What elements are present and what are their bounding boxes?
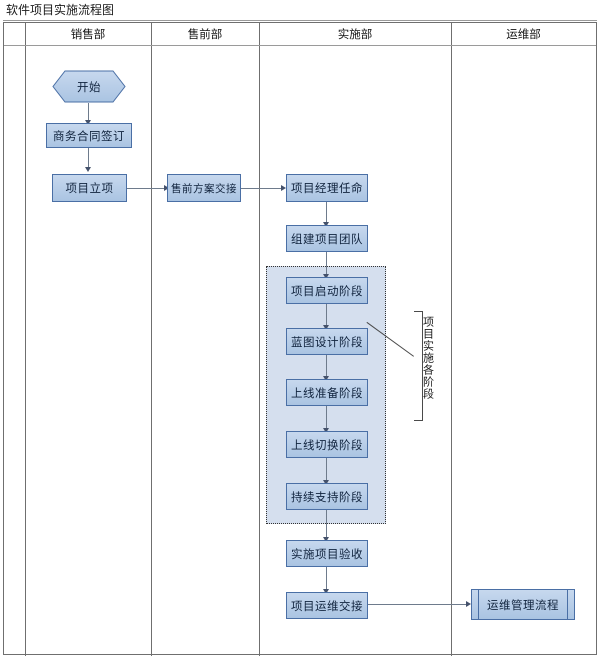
lane-header-sales: 销售部 [70,27,106,41]
arrowhead-setup [84,167,91,172]
connector-handover-to-ops [366,604,469,605]
annotation-phase-group-label: 项目实施各阶段 [421,316,435,400]
node-ops-handover-label: 项目运维交接 [291,598,363,613]
lane-divider-3 [451,23,452,656]
node-phase-kickoff[interactable]: 项目启动阶段 [286,277,368,304]
node-acceptance[interactable]: 实施项目验收 [286,540,368,567]
arrowhead-handover [322,589,329,594]
node-start-label: 开始 [77,79,101,94]
connector-support-to-acceptance [326,510,327,539]
arrowhead-pm [281,184,286,191]
arrowhead-cutover [322,428,329,433]
connector-contract-to-setup [88,148,89,170]
node-ops-process-label: 运维管理流程 [487,597,559,612]
node-project-setup[interactable]: 项目立项 [52,174,127,202]
arrowhead-prep [322,376,329,381]
node-phase-blueprint[interactable]: 蓝图设计阶段 [286,328,368,355]
node-presales-handover-label: 售前方案交接 [171,182,237,195]
node-phase-cutover-label: 上线切换阶段 [291,437,363,452]
node-ops-process[interactable]: 运维管理流程 [471,589,575,620]
connector-presales-to-pm [241,188,284,189]
page-title: 软件项目实施流程图 [6,3,115,17]
lane-header-implementation: 实施部 [337,27,373,41]
arrowhead-support [322,480,329,485]
node-phase-support-label: 持续支持阶段 [291,489,363,504]
connector-pm-to-team [326,202,327,225]
lane-divider-1 [151,23,152,656]
node-pm-appointment-label: 项目经理任命 [291,181,363,195]
node-start[interactable]: 开始 [52,70,126,103]
node-phase-kickoff-label: 项目启动阶段 [291,283,363,298]
node-phase-prep-label: 上线准备阶段 [291,385,363,400]
connector-team-to-kickoff [326,252,327,277]
connector-start-to-contract [88,103,89,122]
title-divider [3,20,597,21]
connector-prep-to-cutover [326,406,327,430]
node-phase-support[interactable]: 持续支持阶段 [286,483,368,510]
node-pm-appointment[interactable]: 项目经理任命 [286,174,368,202]
connector-acceptance-to-handover [326,567,327,592]
predefined-process-bar-right [567,590,568,619]
lane-header-presales: 售前部 [187,27,223,41]
connector-blueprint-to-prep [326,355,327,378]
node-contract-label: 商务合同签订 [53,128,125,143]
arrowhead-kickoff [322,274,329,279]
node-phase-prep[interactable]: 上线准备阶段 [286,379,368,406]
connector-kickoff-to-blueprint [326,304,327,327]
arrowhead-ops-process [466,600,471,607]
arrowhead-presales [164,184,169,191]
node-team-build-label: 组建项目团队 [291,231,363,246]
arrowhead-acceptance [322,537,329,542]
connector-cutover-to-support [326,458,327,482]
lane-divider-2 [259,23,260,656]
annotation-bracket [414,311,423,421]
lane-header-operations: 运维部 [506,27,541,41]
node-team-build[interactable]: 组建项目团队 [286,225,368,252]
node-phase-blueprint-label: 蓝图设计阶段 [291,334,363,349]
arrowhead-contract [84,120,91,125]
lane-divider-0 [25,23,26,656]
node-presales-handover[interactable]: 售前方案交接 [167,174,241,202]
node-acceptance-label: 实施项目验收 [291,546,363,561]
arrowhead-blueprint [322,325,329,330]
connector-setup-to-presales [127,188,167,189]
swimlane-table: 销售部 售前部 实施部 运维部 [3,22,597,656]
lane-header-divider [4,45,596,46]
node-project-setup-label: 项目立项 [65,181,114,195]
arrowhead-team [322,222,329,227]
predefined-process-bar-left [478,590,479,619]
node-phase-cutover[interactable]: 上线切换阶段 [286,431,368,458]
node-contract[interactable]: 商务合同签订 [46,123,132,148]
hexagon-shape [52,70,126,103]
node-ops-handover[interactable]: 项目运维交接 [286,592,368,619]
